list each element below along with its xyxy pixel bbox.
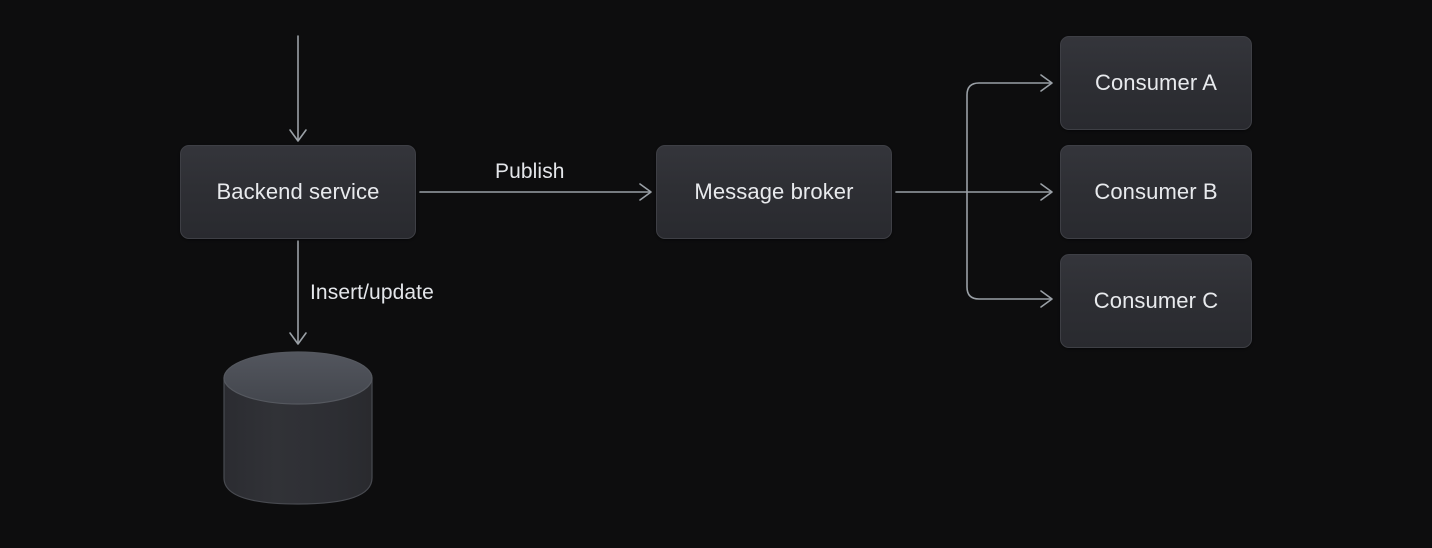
edge-broker-to-consumer-b (966, 183, 1053, 201)
node-consumer-a[interactable]: Consumer A (1060, 36, 1252, 130)
edge-label-publish: Publish (495, 160, 565, 183)
edge-backend-to-database (289, 240, 307, 345)
node-consumer-c[interactable]: Consumer C (1060, 254, 1252, 348)
node-backend-service[interactable]: Backend service (180, 145, 416, 239)
edge-backend-to-broker (419, 183, 652, 201)
node-consumer-b[interactable]: Consumer B (1060, 145, 1252, 239)
edge-inbound-to-backend (289, 35, 307, 142)
node-consumer-b-label: Consumer B (1094, 179, 1218, 204)
edge-broker-to-consumer-a (966, 74, 1053, 193)
node-consumer-c-label: Consumer C (1093, 288, 1219, 313)
node-message-broker-label: Message broker (694, 179, 854, 204)
node-backend-service-label: Backend service (216, 179, 380, 204)
node-message-broker[interactable]: Message broker (656, 145, 892, 239)
node-consumer-a-label: Consumer A (1094, 70, 1218, 95)
database-cylinder (223, 351, 373, 505)
edge-label-insert-update: Insert/update (310, 281, 434, 304)
edge-broker-to-consumer-c (966, 191, 1053, 308)
